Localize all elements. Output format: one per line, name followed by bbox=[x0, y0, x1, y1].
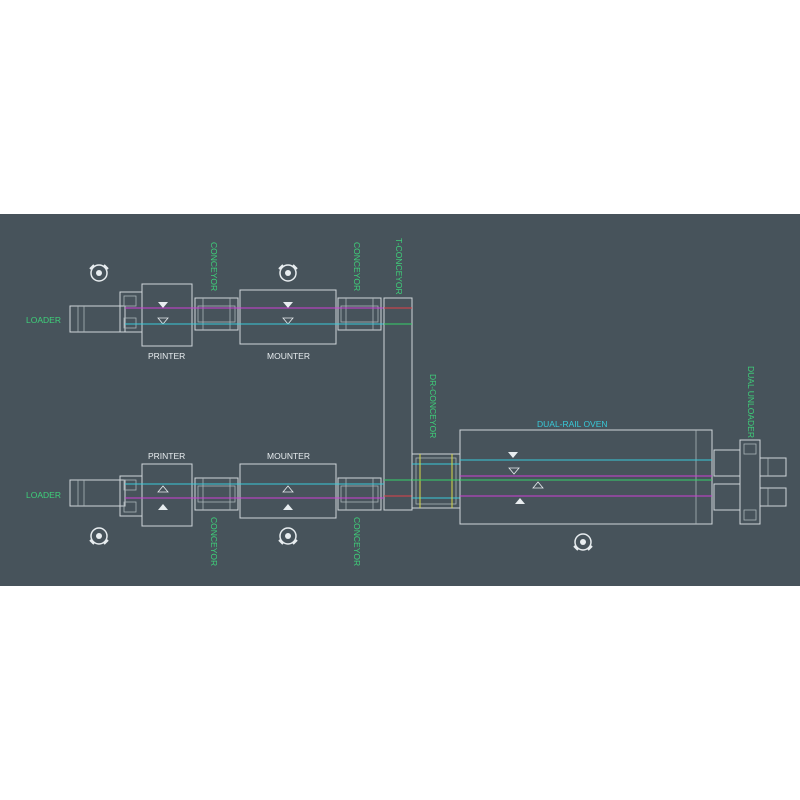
oven-arrow-icon bbox=[508, 452, 518, 458]
unloader-label: DUAL UNLOADER bbox=[746, 366, 756, 438]
top-mounter bbox=[239, 289, 337, 345]
top-printer bbox=[141, 283, 193, 347]
bottom-printer-arrow-icon bbox=[158, 504, 168, 510]
layout-diagram: LOADER PRINTER CONCEYOR MOUNTER CONCEYOR bbox=[0, 214, 800, 586]
bottom-loader-label: LOADER bbox=[26, 490, 61, 500]
bottom-printer bbox=[141, 463, 193, 527]
top-loader-label: LOADER bbox=[26, 315, 61, 325]
oven-arrow-icon bbox=[508, 467, 520, 475]
t-conveyor bbox=[383, 297, 413, 511]
operator-icon bbox=[89, 527, 109, 545]
dual-rail-oven bbox=[459, 429, 713, 525]
oven-arrow-icon bbox=[515, 498, 525, 504]
top-loader bbox=[69, 291, 143, 333]
oven-label: DUAL-RAIL OVEN bbox=[537, 419, 608, 429]
top-line: LOADER PRINTER CONCEYOR MOUNTER CONCEYOR bbox=[26, 242, 410, 361]
top-mounter-label: MOUNTER bbox=[267, 351, 310, 361]
operator-icon bbox=[278, 264, 298, 282]
top-conveyor-1-label: CONCEYOR bbox=[209, 242, 219, 291]
oven-arrow-icon bbox=[532, 481, 544, 489]
top-conveyor-1 bbox=[194, 297, 239, 331]
t-conveyor-label: T-CONCEYOR bbox=[394, 238, 404, 295]
top-printer-label: PRINTER bbox=[148, 351, 185, 361]
bottom-printer-label: PRINTER bbox=[148, 451, 185, 461]
operator-icon bbox=[89, 264, 109, 282]
top-conveyor-2 bbox=[337, 297, 382, 331]
top-mounter-arrow-icon bbox=[283, 302, 293, 308]
top-printer-arrow-icon bbox=[158, 302, 168, 308]
dual-unloader bbox=[713, 439, 787, 525]
bottom-mounter-arrow-icon bbox=[283, 504, 293, 510]
dr-conveyor-label: DR-CONCEYOR bbox=[428, 374, 438, 438]
bottom-mounter-arrow-icon bbox=[282, 485, 294, 493]
top-printer-arrow-icon bbox=[157, 317, 169, 325]
bottom-conveyor-1 bbox=[194, 477, 239, 511]
bottom-conveyor-2-label: CONCEYOR bbox=[352, 517, 362, 566]
bottom-printer-arrow-icon bbox=[157, 485, 169, 493]
top-mounter-arrow-icon bbox=[282, 317, 294, 325]
operator-icon bbox=[573, 533, 593, 551]
bottom-conveyor-2 bbox=[337, 477, 382, 511]
top-conveyor-2-label: CONCEYOR bbox=[352, 242, 362, 291]
operator-icon bbox=[278, 527, 298, 545]
bottom-mounter-label: MOUNTER bbox=[267, 451, 310, 461]
bottom-mounter bbox=[239, 463, 337, 519]
bottom-conveyor-1-label: CONCEYOR bbox=[209, 517, 219, 566]
smt-line-layout-panel: LOADER PRINTER CONCEYOR MOUNTER CONCEYOR bbox=[0, 214, 800, 586]
bottom-line: LOADER PRINTER CONCEYOR MOUNTER CONCEYOR bbox=[26, 451, 384, 566]
